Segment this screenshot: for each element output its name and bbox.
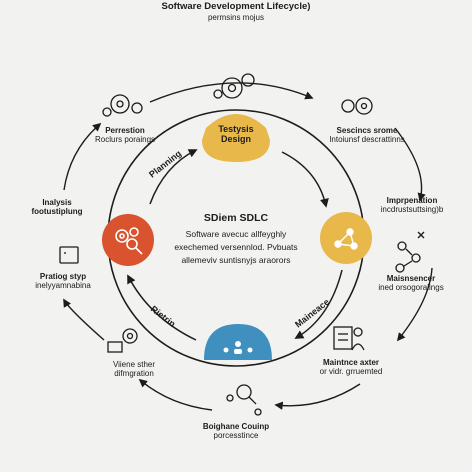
node-bottom-team-icon	[223, 341, 253, 354]
outer-arrow-left-upper	[63, 122, 102, 191]
outer-arrow-top	[149, 82, 314, 103]
outer-arrow-bottom-right	[274, 383, 361, 410]
label-top-right: Sescincs srome Intoiunsf descrattinns	[329, 126, 405, 145]
page-title: Software Development Lifecycle)	[161, 1, 311, 12]
label-left-upper: Inalysis footustiplung	[31, 198, 83, 217]
label-bottom: Boighane Couinp porcesstince	[202, 422, 270, 441]
label-top-left: Perrestion Roclurs poraings	[94, 126, 156, 145]
inner-cycle-arrows	[127, 149, 343, 341]
node-left-gears-magnifier-icon	[115, 227, 143, 255]
report-person-icon	[333, 326, 365, 351]
node-top	[202, 114, 270, 162]
gears-icon-top-right	[341, 97, 373, 115]
center-title: SDiem SDLC	[203, 212, 269, 224]
magnifier-people-icon	[226, 384, 262, 416]
arc-label-maineace: Maineace	[293, 297, 331, 330]
label-right-upper: Imprpenation incdrustsuttsing)b	[380, 196, 444, 215]
label-bottom-right: Maintnce axter or vidr. grruemted	[319, 358, 383, 377]
node-right	[320, 212, 372, 264]
label-bottom-left: Viiene sther difmgration	[112, 360, 156, 379]
outer-arrow-bottom-left	[138, 378, 213, 411]
node-right-network-icon	[334, 228, 358, 250]
gear-chart-icon	[107, 328, 138, 353]
gears-icon-top-left	[102, 94, 143, 117]
network-chart-icon	[395, 231, 425, 273]
center-body: Software avecuc allfeyghly exechemed ver…	[174, 229, 298, 266]
arc-label-rietrin: Rietrin	[149, 304, 178, 329]
outer-arrow-right-lower	[396, 267, 433, 342]
page-subtitle: permsins mojus	[207, 13, 264, 22]
label-left-lower: Pratiog styp inelyyamnabina	[35, 272, 91, 291]
outer-arrow-right	[394, 127, 426, 202]
document-dollar-icon	[59, 246, 79, 264]
label-right-lower: Maisnsencer ined orsogoralings	[378, 274, 444, 293]
node-top-label: Testysis Design	[218, 124, 254, 145]
outer-cycle-arrows	[63, 82, 433, 411]
gears-icon-top	[213, 73, 255, 99]
outer-arrow-left-lower	[63, 298, 105, 341]
